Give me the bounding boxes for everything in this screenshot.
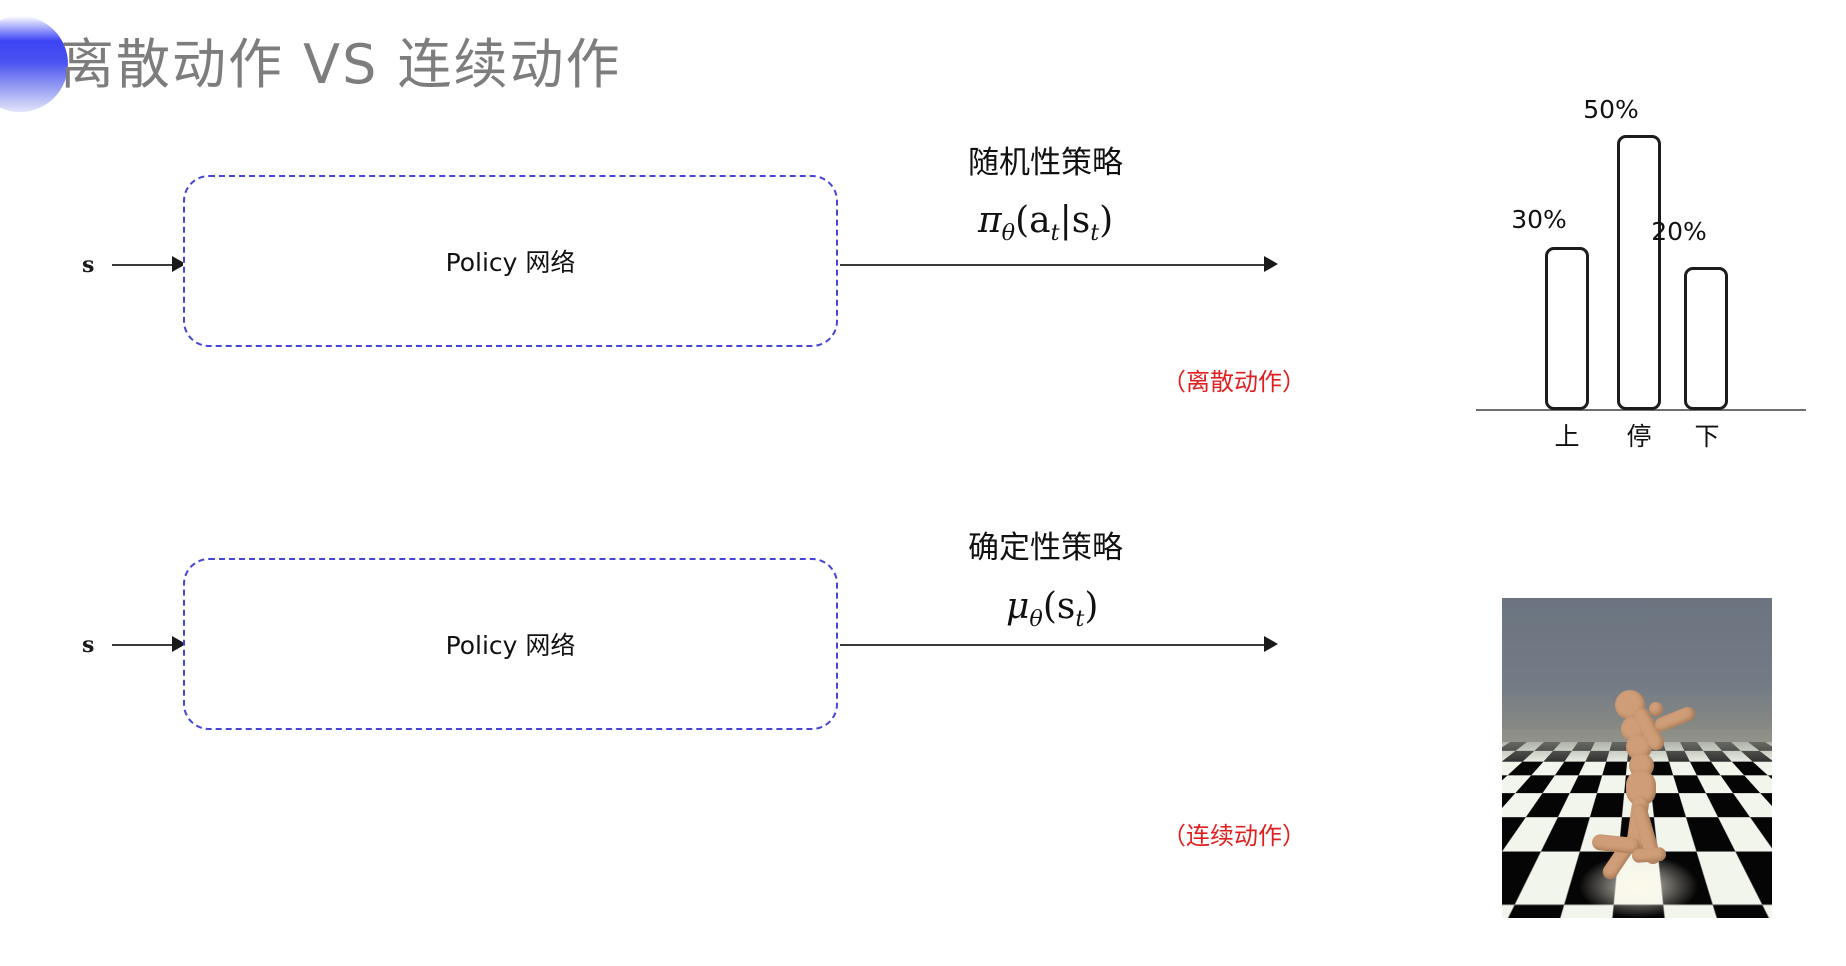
row1-formula-pi: π [978, 200, 1002, 241]
humanoid-left-foot [1631, 846, 1667, 864]
row1-output-arrow-head-icon [1264, 256, 1278, 272]
row2-formula-sub-t1: t [1075, 606, 1085, 633]
row2-formula-mu: μ [1006, 586, 1030, 627]
bar-2 [1684, 267, 1728, 410]
bar-0 [1545, 247, 1589, 410]
row1-policy-formula: πθ(at|st) [978, 200, 1113, 246]
row1-policy-network-label: Policy 网络 [445, 248, 576, 277]
row2-policy-kind-label: 确定性策略 [968, 530, 1123, 566]
row2-policy-formula: μθ(st) [1006, 586, 1098, 632]
simulation-floor-reflection [1577, 854, 1700, 918]
bar-value-label-1: 50% [1583, 95, 1639, 124]
row1-formula-theta: θ [1001, 220, 1016, 247]
bar-category-label-0: 上 [1554, 422, 1580, 451]
row2-policy-network-box[interactable]: Policy 网络 [183, 558, 838, 730]
row1-policy-network-box[interactable]: Policy 网络 [183, 175, 838, 347]
row1-formula-mid: |s [1059, 200, 1091, 241]
right-edge-band [1840, 0, 1846, 966]
row2-output-arrow-head-icon [1264, 636, 1278, 652]
humanoid-simulation-image [1502, 598, 1772, 918]
row2-input-arrow-head-icon [172, 636, 186, 652]
row2-policy-network-label: Policy 网络 [445, 631, 576, 660]
bar-category-label-1: 停 [1626, 422, 1652, 451]
chart-x-axis [1476, 409, 1806, 411]
discrete-action-bar-chart: 30% 上 50% 停 20% 下 [1470, 95, 1810, 451]
row2-output-arrow-line [840, 644, 1272, 646]
row1-formula-sub-t1: t [1050, 220, 1060, 247]
humanoid-hand [1649, 702, 1663, 716]
row1-formula-close: ) [1099, 200, 1114, 241]
row2-input-arrow-line [112, 644, 176, 646]
row1-input-arrow-line [112, 264, 176, 266]
row2-input-state-label: s [82, 632, 95, 658]
bar-value-label-0: 30% [1511, 205, 1567, 234]
title-decoration-circle-icon [0, 16, 68, 112]
row2-action-type-note: （连续动作） [1162, 822, 1306, 850]
row1-input-arrow-head-icon [172, 256, 186, 272]
row1-formula-open: (a [1015, 200, 1051, 241]
row2-formula-close: ) [1084, 586, 1099, 627]
row1-output-arrow-line [840, 264, 1272, 266]
bar-1 [1617, 135, 1661, 410]
page-title: 离散动作 VS 连续动作 [60, 33, 622, 96]
row2-formula-theta: θ [1029, 606, 1043, 633]
bar-category-label-2: 下 [1694, 422, 1720, 451]
row1-action-type-note: （离散动作） [1162, 368, 1306, 396]
bar-value-label-2: 20% [1651, 217, 1707, 246]
row1-formula-sub-t2: t [1090, 220, 1100, 247]
row1-policy-kind-label: 随机性策略 [968, 145, 1123, 181]
row2-formula-open: (s [1042, 586, 1076, 627]
row1-input-state-label: s [82, 252, 95, 278]
